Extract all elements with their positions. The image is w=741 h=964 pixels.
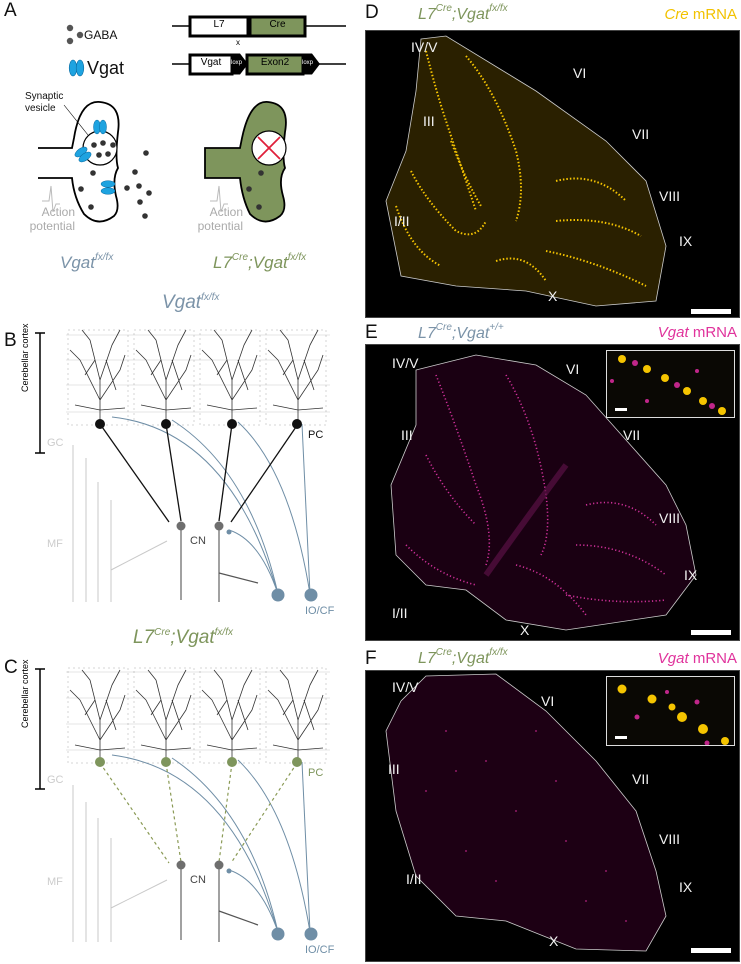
- gc-label-c: GC: [47, 774, 64, 786]
- genotype-mutant-a: L7Cre;Vgatfx/fx: [213, 252, 307, 272]
- lobule-label: IV/V: [411, 39, 438, 55]
- pc-label-c: PC: [308, 767, 324, 779]
- circuit-b: [35, 329, 330, 602]
- lobule-label: III: [388, 761, 400, 777]
- lobule-label: X: [520, 622, 530, 638]
- lobule-label: X: [548, 288, 558, 304]
- io-cf-label-b: IO/CF: [305, 605, 335, 617]
- circuit-c: [35, 667, 330, 942]
- genotype-f: L7Cre;Vgatfx/fx: [418, 647, 508, 667]
- gc-label-b: GC: [47, 437, 64, 449]
- scale-bar: [691, 309, 731, 314]
- lobule-label: VII: [632, 126, 650, 142]
- loxp-site-2: loxp: [302, 60, 314, 66]
- construct-exon2: Exon2: [260, 57, 290, 68]
- lobule-label: IX: [679, 233, 693, 249]
- lobule-label: I/II: [394, 213, 410, 229]
- lobule-label: VIII: [659, 510, 681, 526]
- lobule-label: I/II: [392, 605, 408, 621]
- mf-label-c: MF: [47, 876, 63, 888]
- panel-label-a: A: [4, 0, 17, 21]
- loxp-site-1: loxp: [231, 60, 243, 66]
- construct-vgat: Vgat: [200, 57, 222, 68]
- synaptic-label-line1: Synaptic: [25, 91, 64, 102]
- lobule-label: VI: [541, 693, 555, 709]
- cross-symbol: x: [236, 38, 240, 47]
- ap-line2: potential: [197, 219, 243, 233]
- cerebellar-cortex-label-b: Cerebellar cortex: [20, 323, 30, 392]
- gaba-legend-label: GABA: [84, 28, 118, 42]
- pc-label-b: PC: [308, 429, 324, 441]
- micrograph-e: IV/V VI III VII VIII IX I/II X: [365, 344, 740, 641]
- lobule-label: III: [423, 113, 435, 129]
- micrograph-d: IV/V VI III VII VIII I/II IX X: [365, 30, 740, 318]
- inset-scale-bar: [615, 736, 627, 739]
- genotype-title-b: Vgatfx/fx: [162, 292, 220, 313]
- action-potential-label-left: Action potential: [10, 205, 75, 233]
- micrograph-f: IV/V VI III VII VIII I/II IX X: [365, 670, 740, 962]
- lobule-label: VII: [623, 427, 641, 443]
- lobule-label: IX: [684, 567, 698, 583]
- panel-label-d: D: [365, 2, 379, 23]
- probe-label-d: Cre mRNA: [664, 6, 737, 23]
- lobule-label: X: [549, 933, 559, 949]
- inset-e: [606, 350, 735, 418]
- cn-label-b: CN: [190, 535, 206, 547]
- lobule-label: I/II: [406, 871, 422, 887]
- genotype-control-a: Vgatfx/fx: [60, 252, 114, 272]
- ap-line1: Action: [41, 205, 75, 219]
- panel-label-e: E: [365, 322, 378, 343]
- genotype-d: L7Cre;Vgatfx/fx: [418, 3, 508, 23]
- panel-label-c: C: [4, 657, 18, 678]
- ap-line1: Action: [209, 205, 243, 219]
- lobule-label: VII: [632, 771, 650, 787]
- lobule-label: IX: [679, 879, 693, 895]
- lobule-label: IV/V: [392, 679, 419, 695]
- inset-scale-bar: [615, 408, 627, 411]
- construct-cre: Cre: [269, 19, 286, 30]
- mf-label-b: MF: [47, 538, 63, 550]
- lobule-label: VI: [566, 361, 580, 377]
- construct-l7: L7: [213, 19, 225, 30]
- probe-label-f: Vgat mRNA: [657, 650, 737, 667]
- ap-line2: potential: [29, 219, 75, 233]
- vgat-legend-label: Vgat: [87, 58, 125, 78]
- lobule-label: VIII: [659, 188, 681, 204]
- scale-bar: [691, 630, 731, 635]
- cn-label-c: CN: [190, 874, 206, 886]
- lobule-label: IV/V: [392, 355, 419, 371]
- panel-label-f: F: [365, 648, 377, 669]
- lobule-label: III: [401, 427, 413, 443]
- action-potential-label-right: Action potential: [178, 205, 243, 233]
- lobule-label: VIII: [659, 831, 681, 847]
- scale-bar: [691, 948, 731, 953]
- genotype-e: L7Cre;Vgat+/+: [418, 322, 504, 342]
- genotype-title-c: L7Cre;Vgatfx/fx: [133, 627, 233, 648]
- inset-f: [606, 676, 735, 746]
- panel-label-b: B: [4, 330, 17, 351]
- cerebellar-cortex-label-c: Cerebellar cortex: [20, 659, 30, 728]
- io-cf-label-c: IO/CF: [305, 944, 335, 956]
- lobule-label: VI: [573, 65, 587, 81]
- synaptic-vesicle-label: Synaptic vesicle: [25, 91, 63, 115]
- synaptic-label-line2: vesicle: [25, 103, 56, 114]
- probe-label-e: Vgat mRNA: [657, 324, 737, 341]
